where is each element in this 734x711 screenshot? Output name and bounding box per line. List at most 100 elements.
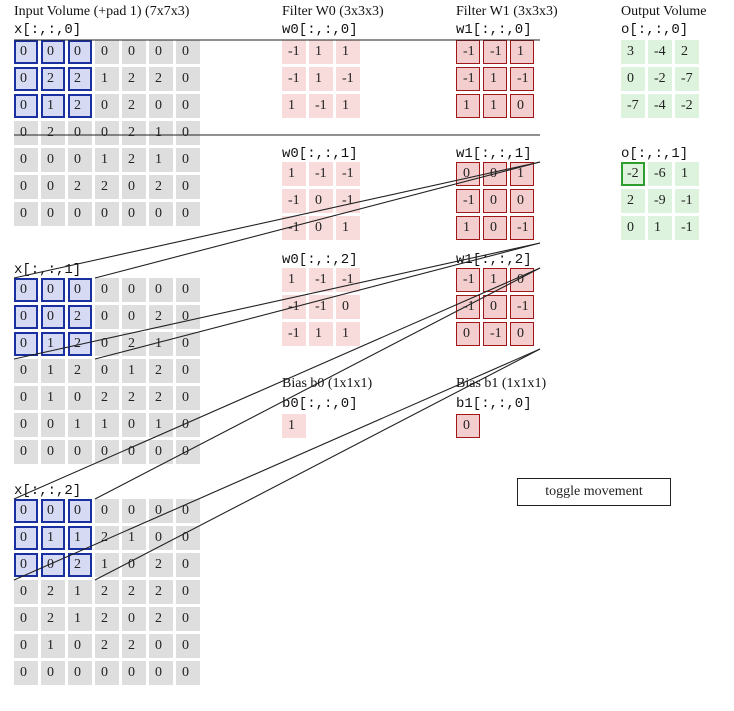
grid-cell: 0 [176, 278, 200, 302]
grid-cell: -4 [648, 94, 672, 118]
grid-cell: 0 [122, 607, 146, 631]
grid-cell: 0 [68, 148, 92, 172]
grid-cell: -4 [648, 40, 672, 64]
grid-cell: 0 [14, 148, 38, 172]
toggle-movement-button[interactable]: toggle movement [517, 478, 671, 506]
grid-cell: -1 [675, 216, 699, 240]
grid-cell: 0 [14, 661, 38, 685]
grid-cell: 0 [14, 40, 38, 64]
grid-cell: 0 [68, 440, 92, 464]
grid-cell: 1 [282, 162, 306, 186]
grid-cell: 0 [41, 175, 65, 199]
grid-cell: 2 [122, 67, 146, 91]
grid-cell: 0 [176, 359, 200, 383]
grid-cell: 1 [309, 40, 333, 64]
output-volume-title: Output Volume [621, 4, 707, 19]
grid-cell: 2 [149, 175, 173, 199]
grid-cell: 1 [41, 332, 65, 356]
grid-cell: 1 [149, 148, 173, 172]
grid-cell: 0 [68, 499, 92, 523]
grid-cell: -6 [648, 162, 672, 186]
grid-cell: 1 [95, 67, 119, 91]
grid-cell: 0 [68, 278, 92, 302]
grid-cell: 2 [95, 386, 119, 410]
grid-cell: 1 [149, 332, 173, 356]
grid-cell: 0 [95, 202, 119, 226]
grid-cell: 1 [648, 216, 672, 240]
grid-cell: 0 [456, 322, 480, 346]
input-slice-1-label: x[:,:,1] [14, 262, 82, 278]
grid-cell: 1 [282, 94, 306, 118]
grid-cell: 1 [510, 40, 534, 64]
grid-cell: 2 [41, 67, 65, 91]
grid-cell: 0 [309, 189, 333, 213]
grid-cell: -1 [456, 295, 480, 319]
grid-cell: 0 [149, 440, 173, 464]
grid-cell: 2 [621, 189, 645, 213]
grid-cell: 0 [176, 607, 200, 631]
grid-cell: 2 [41, 607, 65, 631]
grid-cell: 0 [176, 332, 200, 356]
grid-cell: 1 [41, 94, 65, 118]
grid-cell: 0 [176, 553, 200, 577]
grid-cell: 0 [122, 553, 146, 577]
grid-cell: 0 [176, 175, 200, 199]
grid-cell: 0 [176, 413, 200, 437]
grid-cell: -1 [309, 295, 333, 319]
grid-cell: 0 [483, 189, 507, 213]
grid-cell: 0 [41, 413, 65, 437]
grid-cell: 0 [68, 634, 92, 658]
grid-cell: 2 [41, 580, 65, 604]
filter-w0-title: Filter W0 (3x3x3) [282, 4, 384, 19]
grid-cell: 2 [122, 386, 146, 410]
grid-cell: 1 [336, 216, 360, 240]
grid-cell: 1 [95, 413, 119, 437]
grid-cell: 0 [14, 94, 38, 118]
grid-cell: 0 [336, 295, 360, 319]
input-slice-2-label: x[:,:,2] [14, 483, 82, 499]
grid-cell: 3 [621, 40, 645, 64]
grid-cell: 0 [176, 305, 200, 329]
grid-cell: 0 [149, 499, 173, 523]
grid-cell: -1 [456, 40, 480, 64]
grid-cell: 1 [95, 148, 119, 172]
grid-cell: -1 [675, 189, 699, 213]
grid-cell: 1 [456, 94, 480, 118]
grid-cell: -1 [456, 67, 480, 91]
grid-cell: 1 [68, 413, 92, 437]
grid-cell: 0 [176, 634, 200, 658]
grid-cell: 0 [122, 413, 146, 437]
grid-cell: 1 [456, 216, 480, 240]
grid-cell: -1 [456, 268, 480, 292]
grid-cell: -2 [621, 162, 645, 186]
output-slice-0-label: o[:,:,0] [621, 22, 689, 38]
grid-cell: 0 [41, 40, 65, 64]
grid-cell: 0 [621, 216, 645, 240]
grid-cell: -2 [648, 67, 672, 91]
grid-cell: 0 [483, 295, 507, 319]
grid-cell: 0 [176, 580, 200, 604]
w0-slice-0-label: w0[:,:,0] [282, 22, 358, 38]
grid-cell: 0 [122, 440, 146, 464]
grid-cell: 2 [68, 359, 92, 383]
grid-cell: 0 [510, 189, 534, 213]
grid-cell: 2 [149, 67, 173, 91]
grid-cell: 0 [149, 40, 173, 64]
grid-cell: 1 [41, 359, 65, 383]
grid-cell: 0 [122, 499, 146, 523]
grid-cell: 1 [483, 67, 507, 91]
grid-cell: 1 [41, 386, 65, 410]
grid-cell: 1 [122, 359, 146, 383]
grid-cell: 2 [122, 580, 146, 604]
grid-cell: 0 [176, 94, 200, 118]
grid-cell: 0 [149, 661, 173, 685]
grid-cell: -1 [510, 67, 534, 91]
grid-cell: -1 [282, 216, 306, 240]
grid-cell: 1 [675, 162, 699, 186]
grid-cell: 2 [68, 332, 92, 356]
bias-b1-label: b1[:,:,0] [456, 396, 532, 412]
grid-cell: 0 [122, 40, 146, 64]
